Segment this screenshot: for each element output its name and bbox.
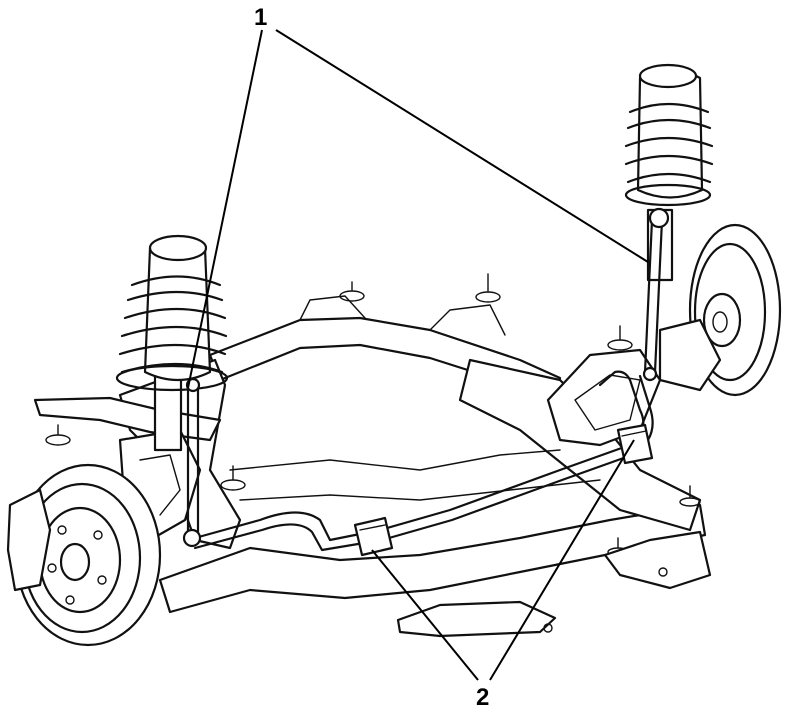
left-stabilizer-link xyxy=(182,377,202,548)
right-coil-spring xyxy=(624,63,714,282)
callout-1: 1 xyxy=(254,4,268,31)
callout-1-leaders xyxy=(187,29,649,389)
left-brake-rotor xyxy=(6,463,162,647)
right-brake-rotor xyxy=(658,223,782,397)
left-stabilizer-bushing xyxy=(353,516,394,557)
left-coil-spring xyxy=(115,234,229,452)
callout-2: 2 xyxy=(476,684,490,711)
right-stabilizer-link xyxy=(642,207,670,382)
callout-2-leaders xyxy=(371,439,635,681)
subframe xyxy=(45,273,712,638)
